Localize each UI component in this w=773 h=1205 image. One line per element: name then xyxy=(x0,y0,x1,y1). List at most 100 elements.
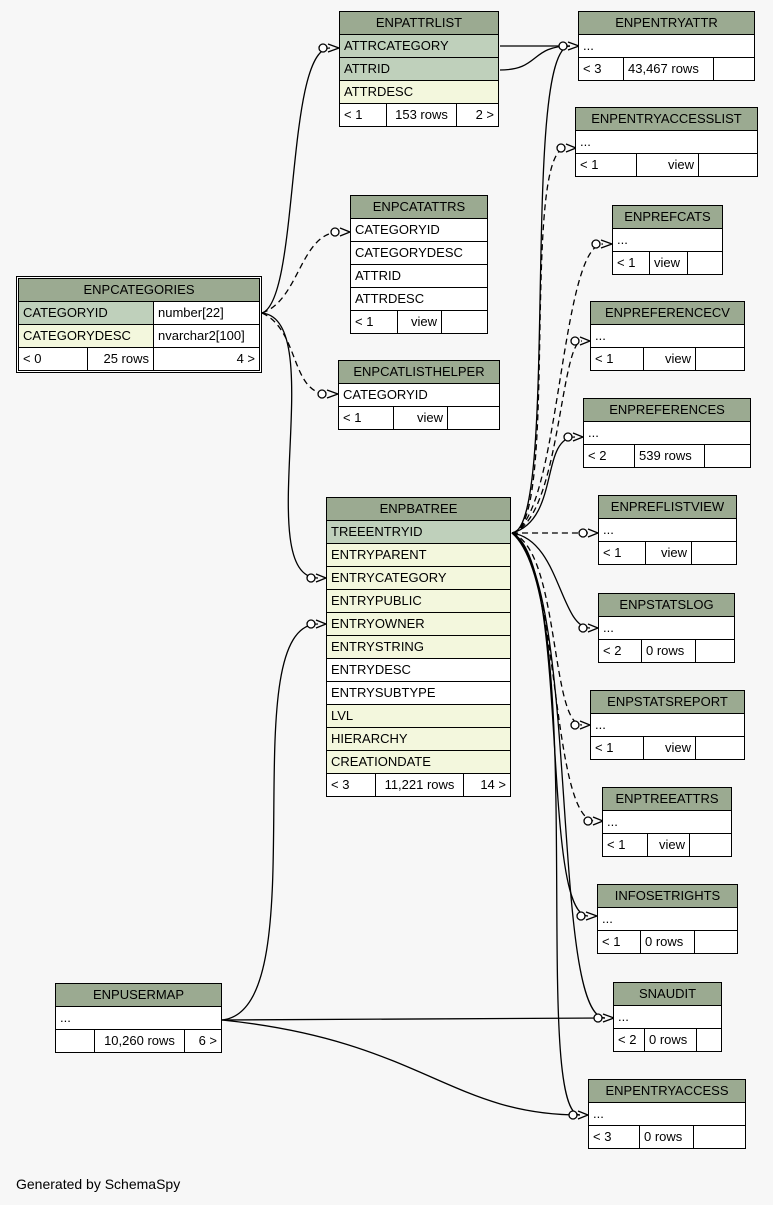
column-ellipsis: ... xyxy=(603,811,731,834)
edge-categories-catlisthelper xyxy=(261,312,329,395)
table-enprefcats[interactable]: ENPREFCATS ... < 1 view xyxy=(612,205,723,275)
row-count: 0 rows xyxy=(639,1126,693,1148)
column-entryparent: ENTRYPARENT xyxy=(327,544,510,567)
table-title[interactable]: ENPREFERENCES xyxy=(584,399,750,422)
parent-count: < 1 xyxy=(603,545,622,560)
edge-batree-entryaccesslist xyxy=(511,147,567,534)
table-title[interactable]: ENPREFCATS xyxy=(613,206,722,229)
table-footer: < 2 0 rows xyxy=(599,640,734,662)
child-count xyxy=(695,640,734,662)
parent-count: < 2 xyxy=(603,643,622,658)
parent-count: < 0 xyxy=(23,351,42,366)
child-count: 14 > xyxy=(463,774,510,796)
column-ellipsis: ... xyxy=(598,908,737,931)
table-title[interactable]: ENPUSERMAP xyxy=(56,984,221,1007)
table-title[interactable]: ENPCATATTRS xyxy=(351,196,487,219)
column-ellipsis: ... xyxy=(589,1103,745,1126)
column-ellipsis: ... xyxy=(591,325,744,348)
table-enpentryaccess[interactable]: ENPENTRYACCESS ... < 3 0 rows xyxy=(588,1079,746,1149)
edge-batree-preferencecv xyxy=(511,340,583,534)
parent-count: < 1 xyxy=(344,107,363,122)
parent-count: < 2 xyxy=(588,448,607,463)
table-enpstatsreport[interactable]: ENPSTATSREPORT ... < 1 view xyxy=(590,690,745,760)
row-count: 539 rows xyxy=(634,445,704,467)
column-attrdesc: ATTRDESC xyxy=(340,81,498,104)
table-enpusermap[interactable]: ENPUSERMAP ... 10,260 rows 6 > xyxy=(55,983,222,1053)
parent-count: < 1 xyxy=(595,351,614,366)
parent-count: < 1 xyxy=(343,410,362,425)
parent-count: < 3 xyxy=(593,1129,612,1144)
column-categoryid: CATEGORYID xyxy=(351,219,487,242)
table-title[interactable]: ENPENTRYACCESSLIST xyxy=(576,108,757,131)
table-enpcatattrs[interactable]: ENPCATATTRS CATEGORYID CATEGORYDESC ATTR… xyxy=(350,195,488,334)
edge-categories-batree xyxy=(261,312,319,579)
child-count xyxy=(695,348,744,370)
child-count xyxy=(691,542,736,564)
table-snaudit[interactable]: SNAUDIT ... < 2 0 rows xyxy=(613,982,722,1052)
parent-count: < 3 xyxy=(331,777,350,792)
edge-batree-snaudit xyxy=(511,532,606,1019)
edge-usermap-entryaccess xyxy=(221,1019,581,1116)
table-footer: < 1 view xyxy=(576,154,757,176)
table-title[interactable]: ENPCATEGORIES xyxy=(19,279,259,302)
table-enppreferences[interactable]: ENPREFERENCES ... < 2 539 rows xyxy=(583,398,751,468)
table-enpentryaccesslist[interactable]: ENPENTRYACCESSLIST ... < 1 view xyxy=(575,107,758,177)
table-footer: < 1 view xyxy=(351,311,487,333)
table-enppreferencecv[interactable]: ENPREFERENCECV ... < 1 view xyxy=(590,301,745,371)
column-ellipsis: ... xyxy=(613,229,722,252)
column-ellipsis: ... xyxy=(591,714,744,737)
table-title[interactable]: ENPENTRYACCESS xyxy=(589,1080,745,1103)
table-title[interactable]: ENPSTATSREPORT xyxy=(591,691,744,714)
table-enpreflistview[interactable]: ENPREFLISTVIEW ... < 1 view xyxy=(598,495,737,565)
table-title[interactable]: INFOSETRIGHTS xyxy=(598,885,737,908)
table-footer: < 1 view xyxy=(613,252,722,274)
column-ellipsis: ... xyxy=(599,617,734,640)
child-count: 6 > xyxy=(184,1030,221,1052)
table-footer: < 1 view xyxy=(591,737,744,759)
child-count xyxy=(447,407,499,429)
parent-count: < 3 xyxy=(583,61,602,76)
column-treeentryid: TREEENTRYID xyxy=(327,521,510,544)
table-footer: < 1 153 rows 2 > xyxy=(340,104,498,126)
column-type: number[22] xyxy=(153,302,259,324)
table-enpbatree[interactable]: ENPBATREE TREEENTRYID ENTRYPARENT ENTRYC… xyxy=(326,497,511,797)
column-ellipsis: ... xyxy=(599,519,736,542)
column-entrystring: ENTRYSTRING xyxy=(327,636,510,659)
table-title[interactable]: ENPCATLISTHELPER xyxy=(339,361,499,384)
generated-by-label: Generated by SchemaSpy xyxy=(16,1176,181,1192)
table-enpentryattr[interactable]: ENPENTRYATTR ... < 3 43,467 rows xyxy=(578,11,755,81)
table-title[interactable]: ENPATTRLIST xyxy=(340,12,498,35)
table-title[interactable]: ENPSTATSLOG xyxy=(599,594,734,617)
table-infosetrights[interactable]: INFOSETRIGHTS ... < 1 0 rows xyxy=(597,884,738,954)
table-enpcatlisthelper[interactable]: ENPCATLISTHELPER CATEGORYID < 1 view xyxy=(338,360,500,430)
column-categoryid: CATEGORYID number[22] xyxy=(19,302,259,325)
table-enpattrlist[interactable]: ENPATTRLIST ATTRCATEGORY ATTRID ATTRDESC… xyxy=(339,11,499,127)
table-enpstatslog[interactable]: ENPSTATSLOG ... < 2 0 rows xyxy=(598,593,735,663)
table-footer: < 1 0 rows xyxy=(598,931,737,953)
parent-count: < 1 xyxy=(607,837,626,852)
column-creationdate: CREATIONDATE xyxy=(327,751,510,774)
row-count: 10,260 rows xyxy=(94,1030,184,1052)
column-name: CATEGORYID xyxy=(23,305,108,320)
parent-count xyxy=(56,1030,94,1052)
table-footer: < 1 view xyxy=(603,834,731,856)
table-title[interactable]: ENPBATREE xyxy=(327,498,510,521)
column-ellipsis: ... xyxy=(614,1006,721,1029)
table-title[interactable]: ENPREFLISTVIEW xyxy=(599,496,736,519)
table-enpcategories[interactable]: ENPCATEGORIES CATEGORYID number[22] CATE… xyxy=(16,276,262,373)
table-footer: < 3 11,221 rows 14 > xyxy=(327,774,510,796)
table-title[interactable]: ENPENTRYATTR xyxy=(579,12,754,35)
table-enptreeattrs[interactable]: ENPTREEATTRS ... < 1 view xyxy=(602,787,732,857)
table-title[interactable]: ENPREFERENCECV xyxy=(591,302,744,325)
row-count: 11,221 rows xyxy=(375,774,463,796)
child-count xyxy=(704,445,750,467)
column-attrid: ATTRID xyxy=(351,265,487,288)
parent-count: < 1 xyxy=(355,314,374,329)
edge-categories-catattrs xyxy=(261,231,341,314)
parent-count: < 1 xyxy=(617,255,636,270)
table-title[interactable]: SNAUDIT xyxy=(614,983,721,1006)
table-footer: < 1 view xyxy=(591,348,744,370)
row-count: view xyxy=(643,737,695,759)
table-title[interactable]: ENPTREEATTRS xyxy=(603,788,731,811)
